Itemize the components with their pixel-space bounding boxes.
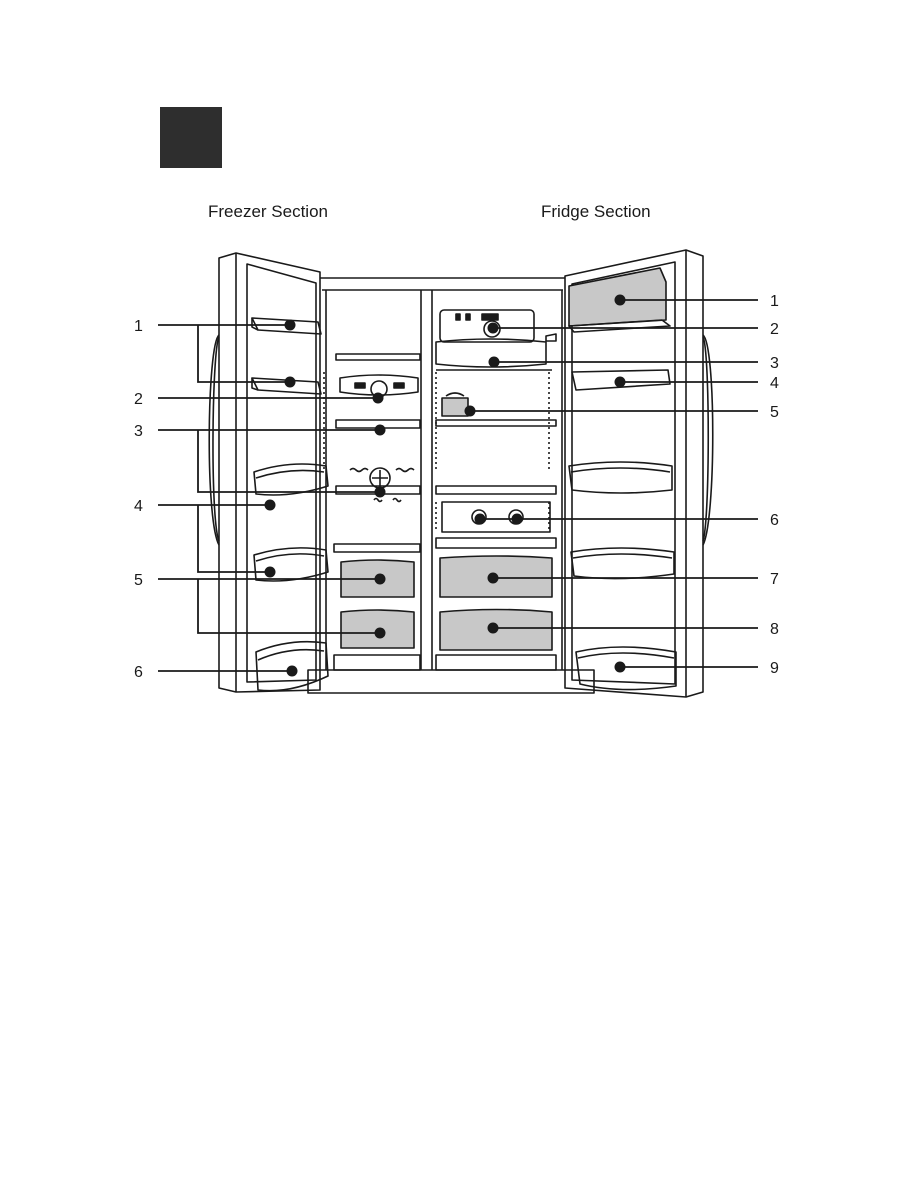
fridge-egg-box bbox=[441, 397, 469, 417]
freezer-door bbox=[208, 252, 321, 693]
cabinet-base bbox=[307, 669, 595, 694]
fridge-callout-1: 1 bbox=[770, 293, 779, 310]
fridge-callout-3: 3 bbox=[770, 355, 779, 372]
fridge-door bbox=[564, 249, 714, 698]
fridge-callout-2: 2 bbox=[770, 321, 779, 338]
freezer-callout-2: 2 bbox=[134, 391, 143, 408]
freezer-section-title: Freezer Section bbox=[208, 202, 328, 221]
fridge-callout-dots bbox=[464, 294, 626, 673]
freezer-callout-dots bbox=[264, 319, 386, 677]
freezer-callout-numbers: 1 2 3 4 5 6 bbox=[134, 318, 143, 681]
freezer-callout-lines bbox=[158, 324, 380, 672]
fridge-callout-8: 8 bbox=[770, 621, 779, 638]
fridge-door-handle bbox=[702, 334, 714, 546]
freezer-callout-3: 3 bbox=[134, 423, 143, 440]
fridge-callout-9: 9 bbox=[770, 660, 779, 677]
refrigerator-cabinet bbox=[307, 277, 595, 694]
freezer-door-handle bbox=[208, 334, 220, 546]
fridge-section-title: Fridge Section bbox=[541, 202, 651, 221]
fridge-callout-numbers: 1 2 3 4 5 6 7 8 9 bbox=[770, 293, 779, 677]
freezer-callout-6: 6 bbox=[134, 664, 143, 681]
freezer-callout-1: 1 bbox=[134, 318, 143, 335]
fridge-door-bins bbox=[568, 267, 677, 691]
fridge-callout-7: 7 bbox=[770, 571, 779, 588]
freezer-door-bins bbox=[251, 317, 329, 692]
freezer-callout-4: 4 bbox=[134, 498, 143, 515]
fridge-callout-lines bbox=[470, 299, 758, 668]
fridge-callout-5: 5 bbox=[770, 404, 779, 421]
chapter-marker-block bbox=[160, 107, 222, 168]
fridge-callout-6: 6 bbox=[770, 512, 779, 529]
fridge-callout-4: 4 bbox=[770, 375, 779, 392]
freezer-callout-5: 5 bbox=[134, 572, 143, 589]
